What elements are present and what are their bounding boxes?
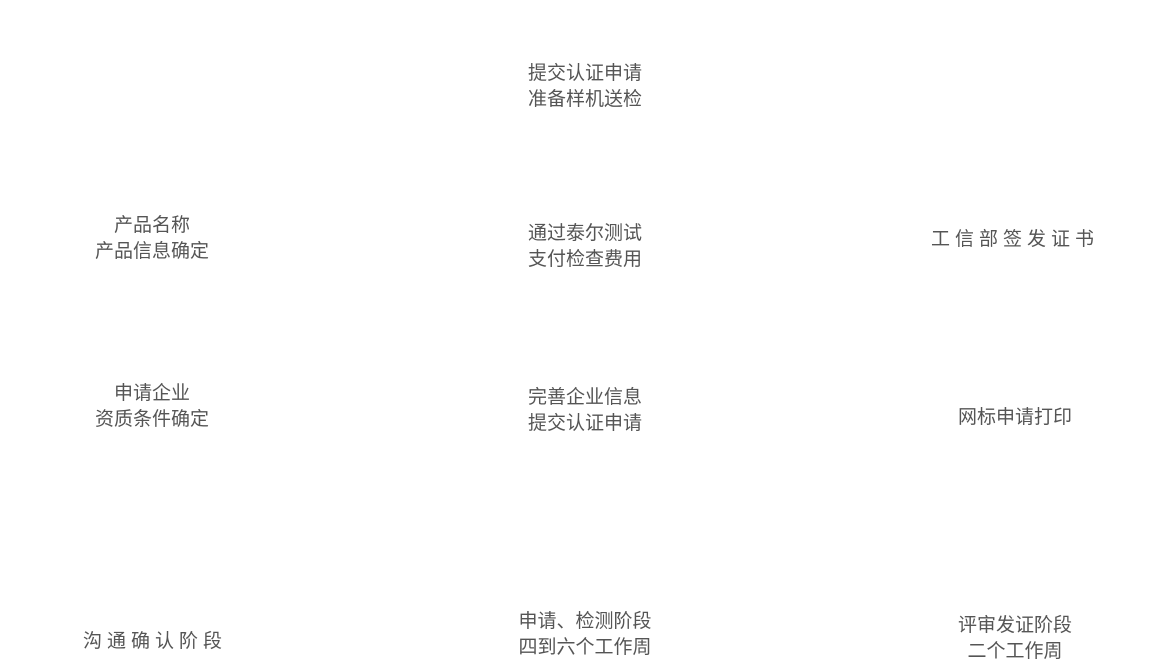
- step-company-qualification: 申请企业 资质条件确定: [72, 380, 232, 432]
- step-network-label-print-line-1: 网标申请打印: [957, 406, 1072, 428]
- step-telecom-test-fee-line-2: 支付检查费用: [527, 248, 642, 270]
- step-miit-issue-certificate: 工信部签发证书: [915, 226, 1115, 252]
- step-complete-company-info: 完善企业信息 提交认证申请: [505, 384, 665, 436]
- stage-application-testing: 申请、检测阶段 四到六个工作周: [495, 608, 675, 660]
- step-company-qualification-line-1: 申请企业: [113, 382, 190, 404]
- step-product-info-line-2: 产品信息确定: [94, 240, 209, 262]
- step-product-info-line-1: 产品名称: [113, 214, 190, 236]
- step-complete-company-info-line-2: 提交认证申请: [527, 412, 642, 434]
- stage-review-certification: 评审发证阶段 二个工作周: [935, 612, 1095, 664]
- step-telecom-test-fee: 通过泰尔测试 支付检查费用: [505, 220, 665, 272]
- step-submit-application-sample: 提交认证申请 准备样机送检: [505, 60, 665, 112]
- step-submit-application-sample-line-1: 提交认证申请: [527, 62, 642, 84]
- step-telecom-test-fee-line-1: 通过泰尔测试: [527, 222, 642, 244]
- step-company-qualification-line-2: 资质条件确定: [94, 408, 209, 430]
- stage-application-testing-line-2: 四到六个工作周: [518, 636, 652, 658]
- stage-review-certification-line-1: 评审发证阶段: [957, 614, 1072, 636]
- stage-application-testing-line-1: 申请、检测阶段: [518, 610, 652, 632]
- step-network-label-print: 网标申请打印: [935, 404, 1095, 430]
- stage-review-certification-line-2: 二个工作周: [967, 640, 1063, 662]
- step-submit-application-sample-line-2: 准备样机送检: [527, 88, 642, 110]
- stage-communication-confirm-line-1: 沟通确认阶段: [82, 630, 227, 652]
- stage-communication-confirm: 沟通确认阶段: [70, 628, 240, 654]
- step-miit-issue-certificate-line-1: 工信部签发证书: [930, 228, 1099, 250]
- step-product-info: 产品名称 产品信息确定: [72, 212, 232, 264]
- step-complete-company-info-line-1: 完善企业信息: [527, 386, 642, 408]
